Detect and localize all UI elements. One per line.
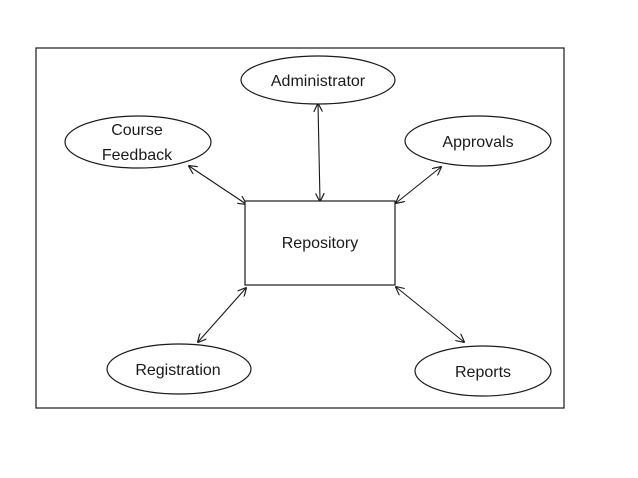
registration-node: Registration [106,343,252,395]
repository-node: Repository [244,200,396,286]
course-feedback-label-line1: Course [111,122,163,139]
reports-ellipse [414,345,552,397]
connector-course-feedback-repository [189,166,246,204]
registration-ellipse [106,343,252,395]
repository-label: Repository [282,235,358,252]
registration-label: Registration [135,362,220,379]
administrator-ellipse [240,55,396,105]
reports-label: Reports [455,364,511,381]
approvals-ellipse [404,115,552,167]
connector-reports-repository [396,287,464,342]
connector-registration-repository [198,288,246,342]
course-feedback-ellipse [64,115,212,169]
connector-approvals-repository [396,167,441,203]
administrator-label: Administrator [271,73,366,90]
repository-box [244,200,396,286]
course-feedback-label-line2: Feedback [102,147,173,164]
connector-administrator-repository [318,104,320,201]
approvals-label: Approvals [442,134,513,151]
course-feedback-node: Course Feedback [64,115,212,169]
administrator-node: Administrator [240,55,396,105]
reports-node: Reports [414,345,552,397]
approvals-node: Approvals [404,115,552,167]
diagram-frame [35,47,565,409]
